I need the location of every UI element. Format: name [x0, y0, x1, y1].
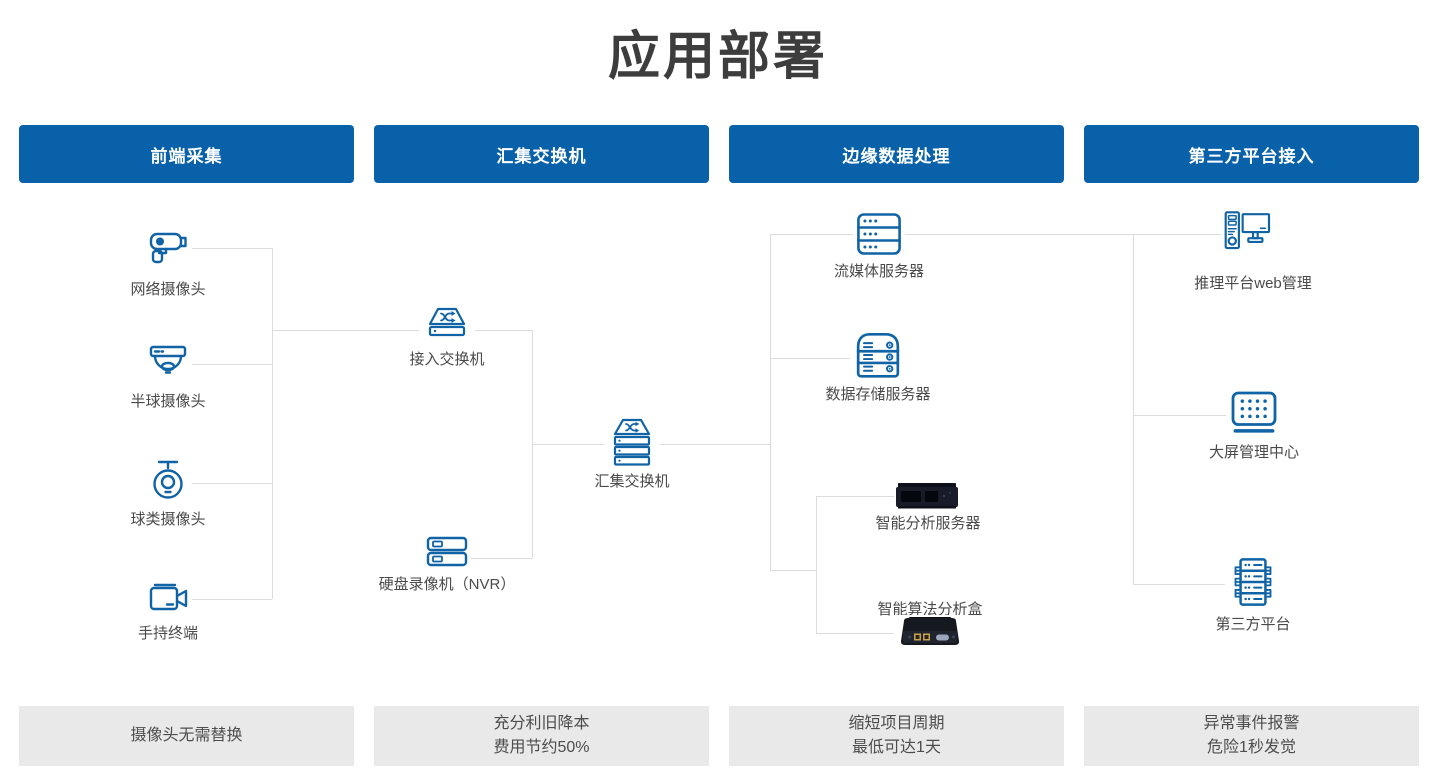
connector: [770, 570, 816, 571]
connector: [272, 248, 273, 599]
third-party-label: 第三方平台: [1215, 616, 1291, 633]
connector: [1133, 234, 1134, 584]
storage-server-icon: [850, 324, 906, 382]
benefit-line: 费用节约50%: [493, 739, 590, 756]
benefit-line: 充分利旧降本: [493, 715, 590, 732]
inference-web-label: 推理平台web管理: [1194, 275, 1312, 292]
column-header-edge: 边缘数据处理: [729, 125, 1064, 183]
handheld-terminal-label: 手持终端: [137, 625, 198, 642]
analysis-server-image: [894, 479, 960, 513]
streaming-server-icon: [853, 210, 905, 258]
connector: [471, 558, 532, 559]
inference-web-icon: [1221, 206, 1285, 260]
connector: [816, 496, 894, 497]
benefit-box-thirdparty: 异常事件报警 危险1秒发觉: [1084, 706, 1419, 766]
network-camera-icon: [144, 226, 192, 274]
aggregation-switch-icon: [604, 414, 660, 470]
storage-server-label: 数据存储服务器: [825, 386, 931, 403]
dome-camera-icon: [144, 340, 192, 384]
benefit-line: 最低可达1天: [852, 739, 941, 756]
connector: [1133, 415, 1226, 416]
connector: [816, 633, 894, 634]
column-header-thirdparty: 第三方平台接入: [1084, 125, 1419, 183]
streaming-server-label: 流媒体服务器: [833, 263, 924, 280]
benefit-line: 危险1秒发觉: [1207, 739, 1296, 756]
connector: [192, 483, 272, 484]
access-switch-label: 接入交换机: [409, 351, 485, 368]
aggregation-switch-label: 汇集交换机: [594, 473, 670, 490]
connector: [192, 364, 272, 365]
connector: [272, 330, 532, 331]
benefit-box-switch: 充分利旧降本 费用节约50%: [374, 706, 709, 766]
column-header-switch: 汇集交换机: [374, 125, 709, 183]
handheld-terminal-icon: [144, 577, 192, 621]
column-header-frontend: 前端采集: [19, 125, 354, 183]
ball-camera-label: 球类摄像头: [130, 511, 206, 528]
dome-camera-label: 半球摄像头: [130, 393, 206, 410]
connector: [1133, 584, 1225, 585]
ball-camera-icon: [144, 457, 192, 505]
third-party-icon: [1225, 556, 1281, 608]
benefit-line: 异常事件报警: [1203, 715, 1300, 732]
benefit-box-edge: 缩短项目周期 最低可达1天: [729, 706, 1064, 766]
connector: [770, 358, 850, 359]
big-screen-icon: [1226, 387, 1282, 441]
benefit-line: 缩短项目周期: [848, 715, 945, 732]
connector: [192, 599, 272, 600]
big-screen-label: 大屏管理中心: [1208, 444, 1299, 461]
nvr-label: 硬盘录像机（NVR）: [378, 576, 516, 593]
benefit-line: 摄像头无需替换: [130, 727, 243, 744]
page-title: 应用部署: [607, 28, 828, 86]
nvr-icon: [423, 532, 471, 572]
analysis-server-label: 智能分析服务器: [875, 515, 981, 532]
connector: [192, 248, 272, 249]
connector: [770, 234, 771, 570]
access-switch-icon: [419, 302, 475, 342]
connector: [770, 234, 1221, 235]
network-camera-label: 网络摄像头: [130, 281, 206, 298]
algorithm-box-image: [894, 615, 966, 651]
connector: [816, 496, 817, 633]
algorithm-box-label: 智能算法分析盒: [877, 601, 983, 618]
benefit-box-frontend: 摄像头无需替换: [19, 706, 354, 766]
